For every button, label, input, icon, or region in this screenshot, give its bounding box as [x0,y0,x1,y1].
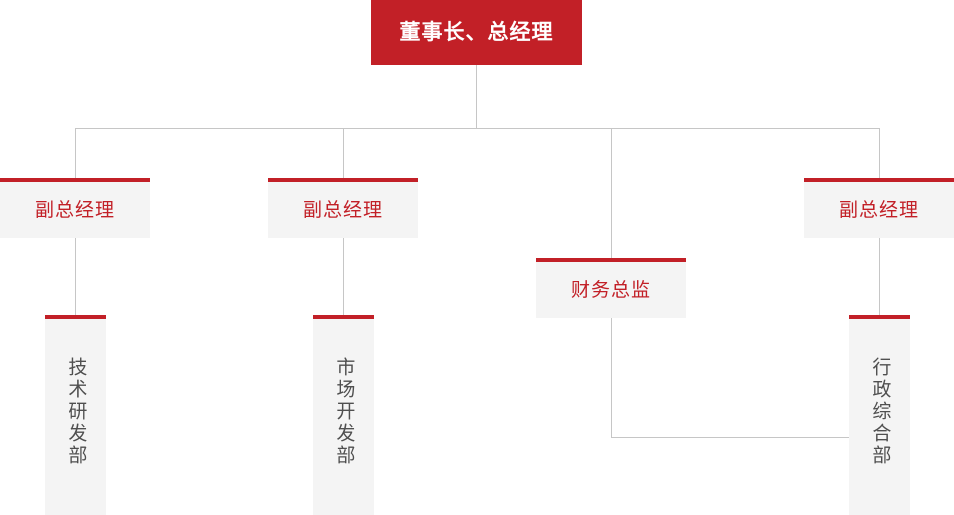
node-cfo[interactable]: 财务总监 [536,258,686,318]
node-vice-gm-3-label: 副总经理 [838,198,919,221]
node-vice-gm-2-label: 副总经理 [302,198,383,221]
connector-vp1-to-dept [75,237,76,315]
connector-vp3-to-dept [879,237,880,315]
connector-drop-vp2 [343,128,344,178]
node-chairman-gm[interactable]: 董事长、总经理 [371,0,582,65]
node-vice-gm-1[interactable]: 副总经理 [0,178,150,238]
node-dept-admin-label: 行政综合部 [869,357,892,467]
node-dept-rnd[interactable]: 技术研发部 [45,315,106,515]
connector-root-drop [476,65,477,128]
connector-cfo-elbow-horizontal [611,437,850,438]
connector-drop-cfo [611,128,612,258]
node-chairman-gm-label: 董事长、总经理 [399,20,554,44]
node-dept-admin[interactable]: 行政综合部 [849,315,910,515]
connector-drop-vp3 [879,128,880,178]
node-dept-market[interactable]: 市场开发部 [313,315,374,515]
node-vice-gm-2[interactable]: 副总经理 [268,178,418,238]
node-dept-market-label: 市场开发部 [333,357,356,467]
node-vice-gm-3[interactable]: 副总经理 [804,178,954,238]
connector-cfo-elbow-vertical [611,318,612,437]
connector-bus [75,128,880,129]
node-dept-rnd-label: 技术研发部 [65,357,88,467]
connector-vp2-to-dept [343,237,344,315]
connector-drop-vp1 [75,128,76,178]
node-cfo-label: 财务总监 [570,278,651,301]
node-vice-gm-1-label: 副总经理 [34,198,115,221]
